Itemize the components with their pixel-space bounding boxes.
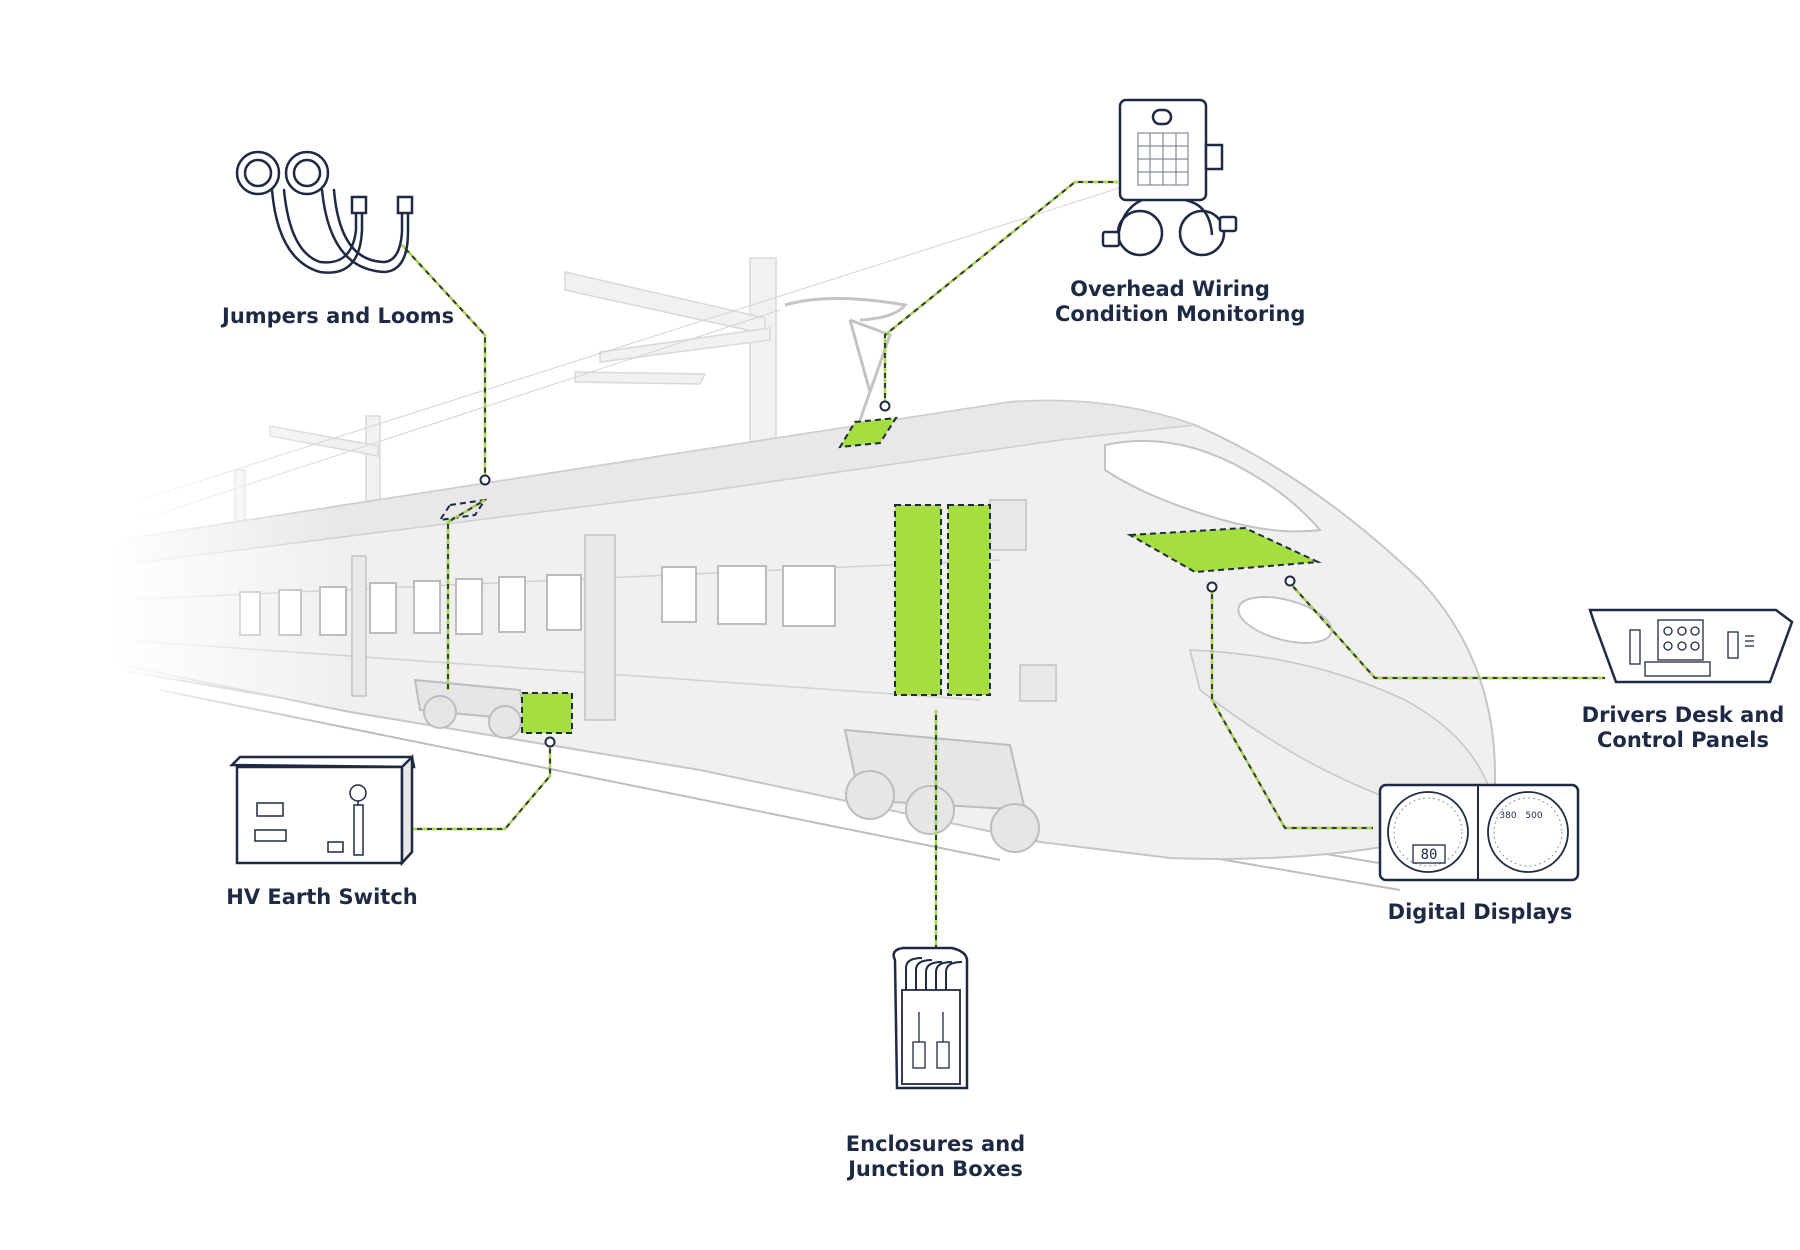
gauge-display-icon: 80 380 500: [1378, 783, 1580, 882]
label-drivers-desk: Drivers Desk and Control Panels: [1581, 703, 1785, 752]
headlight: [1237, 596, 1333, 644]
cab-windscreen: [1104, 439, 1322, 533]
fade-overlay: [110, 380, 340, 760]
scale-low-label: 380: [1499, 811, 1516, 821]
zone-jumpers: [437, 498, 488, 522]
highlight-zones: [437, 416, 1322, 734]
train-doors: [351, 499, 1057, 721]
zone-enclosure-left: [894, 504, 942, 696]
bogies: [413, 678, 1040, 853]
speed-readout: 80: [1421, 847, 1438, 863]
control-panel-icon: [1588, 608, 1794, 684]
leader-lines: [401, 180, 1605, 950]
train: [110, 297, 1496, 860]
label-hv-earth-switch: HV Earth Switch: [226, 885, 418, 909]
zone-hv-switch: [521, 692, 573, 734]
label-enclosures: Enclosures and Junction Boxes: [845, 1132, 1026, 1181]
junction-box-icon: [892, 946, 969, 1090]
zone-pantograph-base: [838, 416, 898, 449]
label-overhead-wiring: Overhead Wiring Condition Monitoring: [1055, 277, 1306, 326]
zone-cab-desk: [1126, 526, 1322, 574]
speedometer-dial: [1387, 791, 1469, 873]
leader-endpoints: [479, 400, 1296, 748]
scale-dial: [1487, 791, 1569, 873]
label-jumpers-and-looms: Jumpers and Looms: [222, 304, 455, 328]
zone-enclosure-right: [947, 504, 991, 696]
label-digital-displays: Digital Displays: [1387, 900, 1573, 924]
overhead-monitor-icon: [1101, 98, 1238, 257]
pantograph: [784, 297, 908, 421]
train-roof: [119, 399, 1196, 566]
cable-loom-icon: [235, 150, 414, 274]
leader-hvswitch: [402, 744, 552, 831]
earth-switch-box-icon: [229, 753, 416, 867]
scale-high-label: 500: [1525, 811, 1542, 821]
